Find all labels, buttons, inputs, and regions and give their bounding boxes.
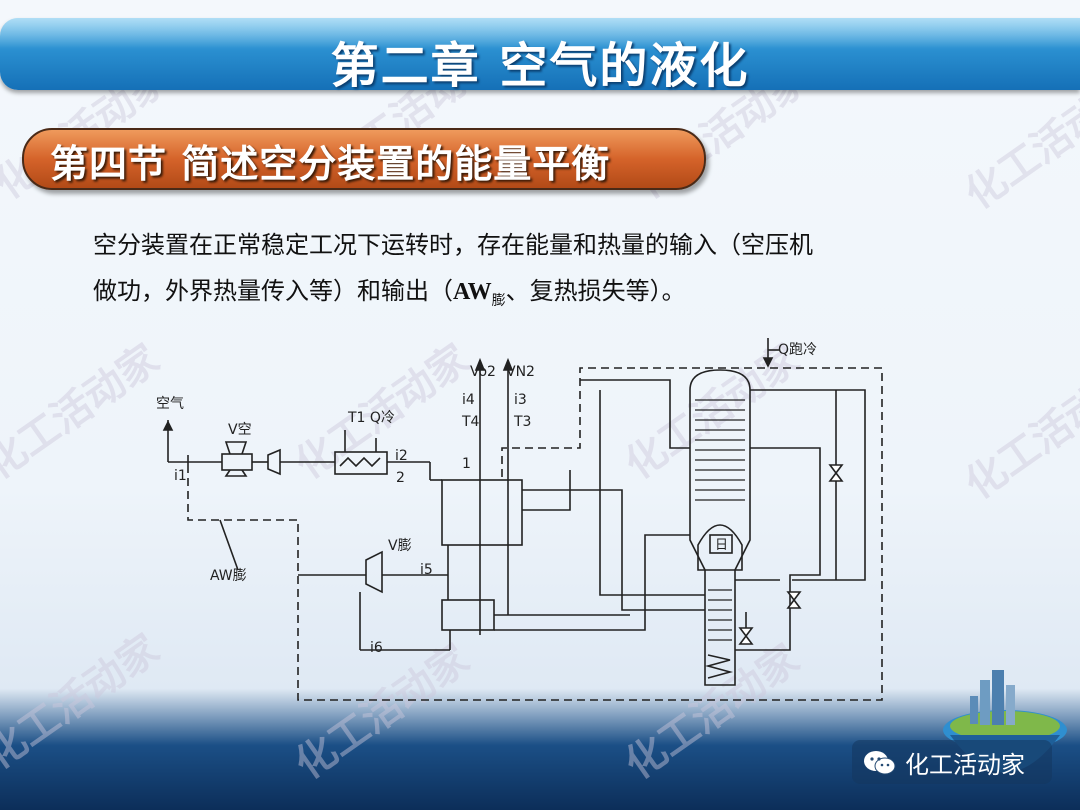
body-line-2-suffix: 、复热损失等）。 <box>505 277 686 305</box>
section-title: 第四节 简述空分装置的能量平衡 <box>50 142 611 186</box>
condenser-box <box>709 534 733 554</box>
label-vo2: Vo2 <box>470 364 496 380</box>
label-aw-exp: AW膨 <box>210 567 247 584</box>
aw-term: AW <box>453 279 492 305</box>
label-i6: i6 <box>370 640 383 656</box>
body-line-2: 做功，外界热量传入等）和输出（AW膨、复热损失等）。 <box>93 268 953 324</box>
label-i2: i2 <box>395 448 408 464</box>
label-q-loss: Q跑冷 <box>778 342 817 358</box>
label-condenser: 日 <box>715 538 728 553</box>
distillation-column <box>689 369 751 686</box>
main-heat-exchanger <box>441 479 523 546</box>
label-t1-q: T1 Q冷 <box>347 410 395 426</box>
valve <box>738 627 754 645</box>
label-t3: T3 <box>513 414 531 430</box>
body-line-1: 空分装置在正常稳定工况下运转时，存在能量和热量的输入（空压机 <box>93 231 813 259</box>
label-i1: i1 <box>174 468 187 484</box>
air-compressor <box>221 441 253 477</box>
section-banner <box>22 128 706 190</box>
subcooler <box>441 599 495 631</box>
column-trays <box>695 399 745 641</box>
valve <box>786 591 802 609</box>
watermark: 化工活动家 <box>957 356 1080 509</box>
label-n2: 2 <box>396 470 405 486</box>
air-separation-flow-diagram: 空气 V空 i1 T1 Q冷 i2 2 1 Vo2 VN2 i4 T4 i3 T… <box>156 338 883 701</box>
compressor-turbine <box>267 448 281 476</box>
label-i5: i5 <box>420 562 433 578</box>
system-boundary <box>187 367 883 701</box>
label-v-air: V空 <box>228 422 252 438</box>
aftercooler <box>334 451 388 475</box>
slide-title: 第二章 空气的液化 <box>330 38 750 94</box>
label-n1: 1 <box>462 456 471 472</box>
footer-brand: 化工活动家 <box>905 751 1025 779</box>
reboiler-coil <box>704 654 734 679</box>
body-paragraph: 空分装置在正常稳定工况下运转时，存在能量和热量的输入（空压机 做功，外界热量传入… <box>93 222 953 324</box>
wechat-icon <box>864 751 896 775</box>
label-i4: i4 <box>462 392 475 408</box>
expansion-turbine <box>365 550 383 594</box>
label-air-inlet: 空气 <box>156 396 184 412</box>
label-vn2: VN2 <box>506 364 535 380</box>
valve <box>828 464 844 482</box>
title-bar <box>0 18 1080 90</box>
body-line-2-prefix: 做功，外界热量传入等）和输出（ <box>93 277 453 305</box>
air-inlet-arrow <box>162 420 174 431</box>
globe-city-icon <box>943 670 1067 773</box>
label-t4: T4 <box>461 414 480 430</box>
aw-subscript: 膨 <box>491 292 506 309</box>
label-v-exp: V膨 <box>388 537 412 554</box>
label-i3: i3 <box>514 392 527 408</box>
